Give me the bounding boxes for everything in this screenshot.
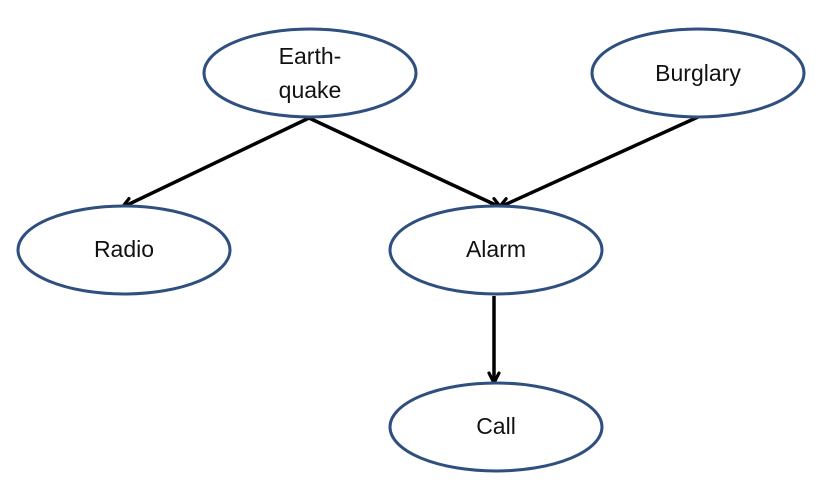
node-radio: Radio [16, 204, 232, 296]
node-call-label: Call [476, 413, 516, 439]
node-earthquake: Earth- quake [202, 27, 418, 119]
node-burglary: Burglary [590, 27, 806, 119]
node-burglary-label: Burglary [655, 60, 741, 86]
node-call: Call [388, 381, 604, 473]
edge-earthquake-to-radio [120, 116, 310, 210]
edge-burglary-to-alarm [497, 115, 699, 210]
node-alarm: Alarm [388, 204, 604, 296]
node-alarm-label: Alarm [466, 236, 526, 262]
node-earthquake-label-line-2: quake [279, 77, 342, 103]
node-radio-label: Radio [94, 236, 154, 262]
node-earthquake-label-line-1: Earth- [279, 43, 342, 69]
edge-earthquake-to-alarm [308, 116, 503, 210]
